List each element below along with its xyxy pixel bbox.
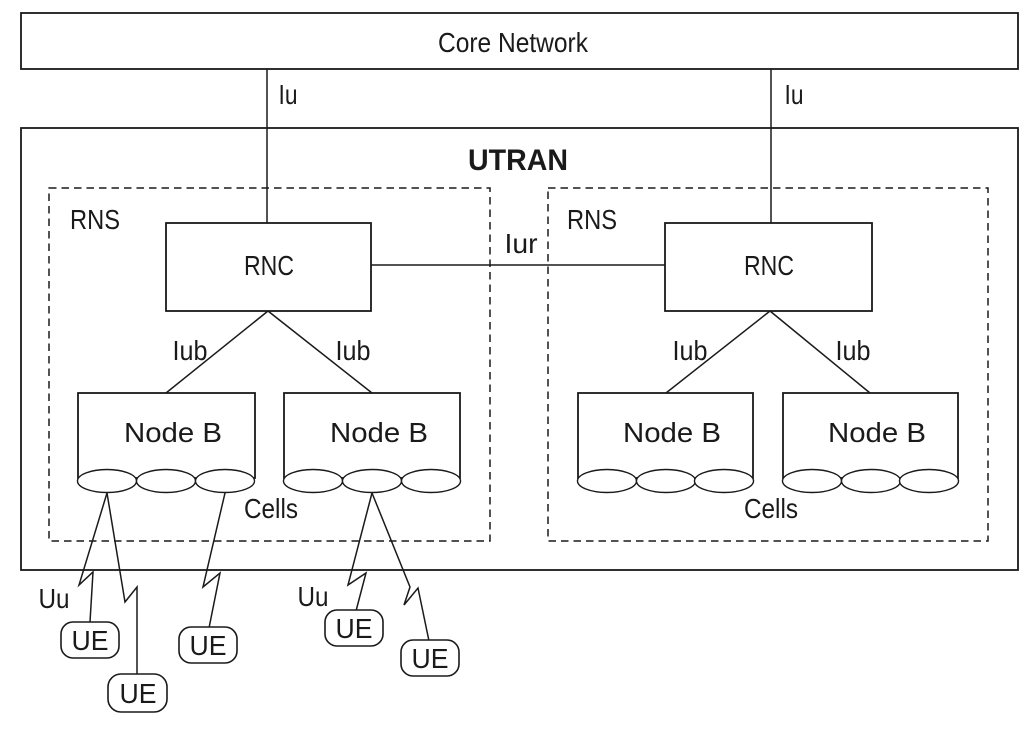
cell-ellipse	[135, 468, 197, 494]
cell-ellipse	[194, 468, 256, 494]
cells-label-right: Cells	[744, 493, 798, 524]
cell-ellipse	[76, 468, 138, 494]
ue-box-2	[107, 673, 168, 713]
rns-label-left: RNS	[70, 204, 120, 235]
rnc-label-right: RNC	[744, 250, 794, 281]
cell-ellipse	[693, 468, 755, 494]
iub-link-4	[769, 310, 871, 394]
rns-label-right: RNS	[567, 204, 617, 235]
cells-label-left: Cells	[244, 493, 298, 524]
node-b-label-2: Node B	[330, 417, 428, 448]
ue-label-4: UE	[336, 613, 373, 644]
cell-ellipse	[576, 468, 638, 494]
iub-link-3	[665, 310, 771, 394]
ue-terminal-2: UE	[107, 673, 168, 713]
rns-box-right	[547, 187, 989, 542]
radio-link-2	[106, 492, 138, 676]
node-b-label-1: Node B	[124, 417, 222, 448]
ue-box-1	[60, 621, 120, 659]
iub-label-3: Iub	[673, 335, 708, 366]
ue-terminal-4: UE	[324, 609, 384, 647]
ue-box-3	[178, 626, 238, 664]
iu-label-right: Iu	[785, 79, 804, 110]
cell-ellipse	[635, 468, 697, 494]
cells-node-b-1	[76, 468, 256, 494]
iub-label-1: Iub	[173, 335, 208, 366]
core-network-box	[20, 12, 1019, 70]
rnc-label-left: RNC	[244, 250, 294, 281]
radio-link-5	[371, 492, 430, 642]
utran-label: UTRAN	[468, 144, 568, 177]
cells-node-b-3	[576, 468, 755, 494]
ue-box-4	[324, 609, 384, 647]
iub-label-2: Iub	[336, 335, 371, 366]
rnc-box-right	[664, 222, 873, 312]
iub-label-4: Iub	[836, 335, 871, 366]
iub-link-2	[267, 310, 373, 394]
ue-label-2: UE	[120, 678, 157, 709]
cell-ellipse	[282, 468, 344, 494]
ue-box-5	[400, 639, 460, 677]
cells-node-b-2	[282, 468, 462, 494]
iu-label-left: Iu	[279, 79, 298, 110]
cell-ellipse	[400, 468, 462, 494]
iur-label: Iur	[505, 228, 538, 259]
uu-label-right: Uu	[298, 581, 329, 612]
iub-link-1	[165, 310, 269, 394]
cells-node-b-4	[781, 468, 960, 494]
cell-ellipse	[898, 468, 960, 494]
node-b-label-3: Node B	[623, 417, 721, 448]
radio-link-3	[201, 492, 226, 629]
core-network-label: Core Network	[438, 27, 589, 58]
node-b-label-4: Node B	[828, 417, 926, 448]
ue-label-1: UE	[72, 625, 109, 656]
node-b-box-4	[782, 392, 959, 479]
ue-terminal-1: UE	[60, 621, 120, 659]
node-b-box-3	[577, 392, 754, 479]
cell-ellipse	[341, 468, 403, 494]
utran-box	[20, 127, 1019, 571]
uu-label-left: Uu	[39, 583, 70, 614]
cell-ellipse	[840, 468, 902, 494]
ue-terminal-3: UE	[178, 626, 238, 664]
ue-terminal-5: UE	[400, 639, 460, 677]
cell-ellipse	[781, 468, 843, 494]
radio-link-1	[77, 492, 108, 623]
rns-box-left	[48, 187, 491, 542]
radio-link-4	[346, 492, 373, 612]
ue-label-3: UE	[190, 630, 227, 661]
rnc-box-left	[165, 222, 372, 312]
ue-label-5: UE	[412, 643, 449, 674]
